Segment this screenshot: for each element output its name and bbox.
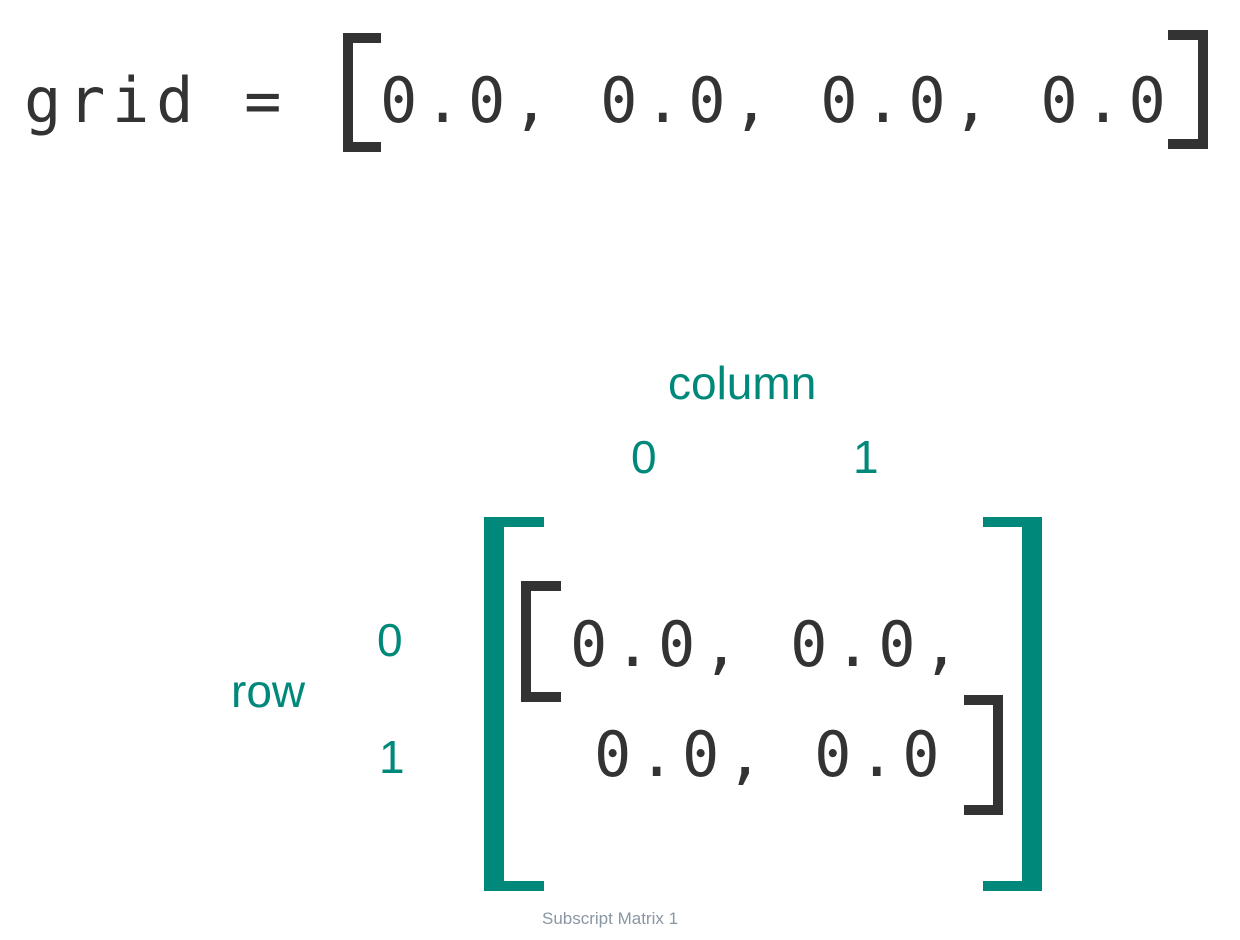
row-index-0: 0: [377, 614, 403, 666]
matrix-inner-left-bracket: [521, 581, 561, 702]
matrix-row-1: 0.0, 0.0: [594, 718, 947, 791]
row-index-1: 1: [379, 731, 405, 783]
flat-array-left-bracket: [343, 33, 381, 152]
figure-caption: Subscript Matrix 1: [542, 909, 679, 928]
flat-array-values: 0.0, 0.0, 0.0, 0.0: [380, 64, 1173, 137]
matrix-outer-right-bracket: [983, 517, 1042, 891]
grid-assignment-lhs: grid =: [24, 64, 289, 137]
column-index-1: 1: [853, 431, 879, 483]
matrix-row-0: 0.0, 0.0,: [570, 608, 967, 681]
column-index-0: 0: [631, 431, 657, 483]
matrix-outer-left-bracket: [484, 517, 544, 891]
column-label: column: [668, 357, 817, 409]
matrix-inner-right-bracket: [964, 695, 1003, 815]
flat-array-right-bracket: [1168, 30, 1208, 149]
row-label: row: [231, 665, 306, 717]
